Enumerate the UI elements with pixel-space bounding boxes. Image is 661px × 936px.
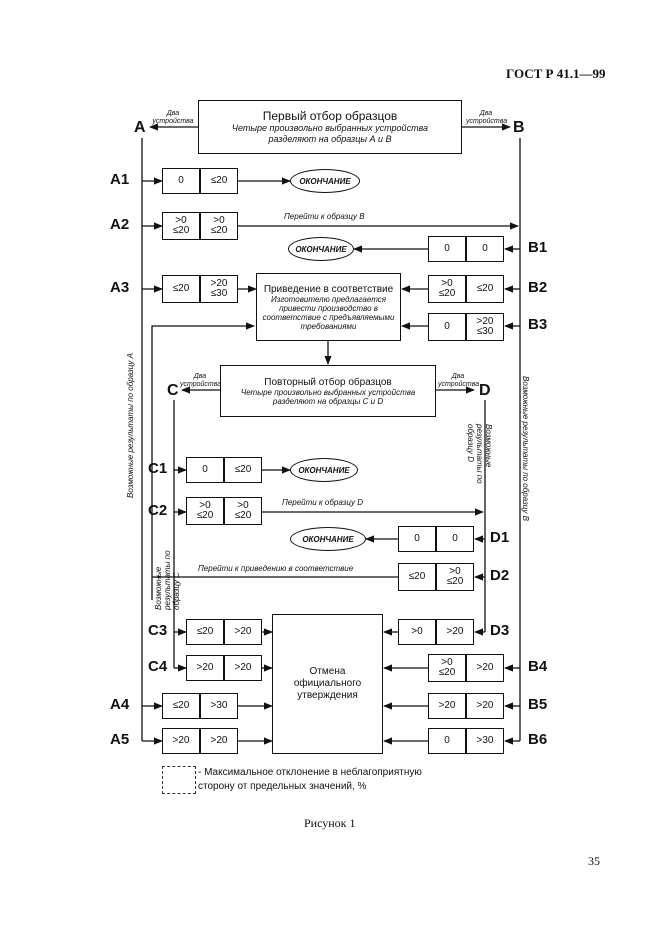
letter-a: A	[134, 119, 146, 136]
conformity-title: Приведение в соответствие	[263, 283, 394, 295]
end-oval-b1: ОКОНЧАНИЕ	[288, 237, 354, 261]
figure-caption: Рисунок 1	[304, 816, 356, 830]
first-sampling-box: Первый отбор образцов Четыре произвольно…	[198, 100, 462, 154]
cell-a5-2: >20	[200, 728, 238, 754]
cell-c4-2: >20	[224, 655, 262, 681]
end-oval-a1: ОКОНЧАНИЕ	[290, 169, 360, 193]
cell-b5-2: >20	[466, 693, 504, 719]
second-sampling-title: Повторный отбор образцов	[264, 376, 392, 388]
second-sampling-box: Повторный отбор образцов Четыре произвол…	[220, 365, 436, 417]
cell-b3-1: 0	[428, 313, 466, 341]
cell-a1-1: 0	[162, 168, 200, 194]
go-to-conformity-label: Перейти к приведению в соответствие	[198, 564, 354, 573]
cell-d3-2: >20	[436, 619, 474, 645]
cell-c3-2: >20	[224, 619, 262, 645]
cell-c1-2: ≤20	[224, 457, 262, 483]
first-left-note: Два устройства	[152, 110, 194, 125]
cell-a5-1: >20	[162, 728, 200, 754]
cell-c1-1: 0	[186, 457, 224, 483]
row-label-c4: C4	[148, 658, 168, 675]
withdrawal-box: Отмена официального утверждения	[272, 614, 383, 754]
row-label-b3: B3	[528, 316, 548, 333]
first-right-note: Два устройства	[466, 110, 508, 125]
cell-a4-2: >30	[200, 693, 238, 719]
withdrawal-text: Отмена официального утверждения	[293, 666, 362, 701]
second-sampling-text: Четыре произвольно выбранных устройства …	[240, 387, 416, 406]
row-label-a2: A2	[110, 216, 130, 233]
row-label-c1: C1	[148, 460, 168, 477]
cell-a1-2: ≤20	[200, 168, 238, 194]
standard-number: ГОСТ Р 41.1—99	[506, 66, 606, 81]
row-label-c2: C2	[148, 502, 168, 519]
row-label-a5: A5	[110, 731, 130, 748]
results-b-label: Возможные результаты по образцу В	[521, 376, 530, 521]
cell-b5-1: >20	[428, 693, 466, 719]
first-sampling-text: Четыре произвольно выбранных устройства …	[231, 123, 429, 144]
row-label-c3: C3	[148, 622, 168, 639]
cell-d3-1: >0	[398, 619, 436, 645]
first-sampling-title: Первый отбор образцов	[262, 109, 398, 123]
second-left-note: Два устройства	[180, 373, 222, 388]
cell-c2-2: >0 ≤20	[224, 497, 262, 525]
row-label-d3: D3	[490, 622, 510, 639]
conformity-box: Приведение в соответствие Изготовителю п…	[256, 273, 401, 341]
row-label-d1: D1	[490, 529, 510, 546]
results-a-label: Возможные результаты по образцу А	[126, 353, 135, 498]
cell-b3-2: >20 ≤30	[466, 313, 504, 341]
row-label-a4: A4	[110, 696, 130, 713]
row-label-a3: A3	[110, 279, 130, 296]
cell-c2-1: >0 ≤20	[186, 497, 224, 525]
letter-d: D	[479, 382, 491, 399]
row-label-b6: B6	[528, 731, 548, 748]
conformity-text: Изготовителю предлагается привести произ…	[262, 294, 395, 331]
row-label-a1: A1	[110, 171, 130, 188]
cell-d2-2: >0 ≤20	[436, 563, 474, 591]
cell-d1-2: 0	[436, 526, 474, 552]
page-number: 35	[588, 854, 600, 868]
cell-a4-1: ≤20	[162, 693, 200, 719]
row-label-b2: B2	[528, 279, 548, 296]
cell-d1-1: 0	[398, 526, 436, 552]
cell-a3-1: ≤20	[162, 275, 200, 303]
row-label-b1: B1	[528, 239, 548, 256]
go-to-b-label: Перейти к образцу В	[284, 212, 365, 221]
row-label-b4: B4	[528, 658, 548, 675]
second-right-note: Два устройства	[438, 373, 480, 388]
cell-a2-1: >0 ≤20	[162, 212, 200, 240]
cell-b6-1: 0	[428, 728, 466, 754]
letter-c: C	[167, 382, 179, 399]
end-oval-d1: ОКОНЧАНИЕ	[290, 527, 366, 551]
results-d-label: Возможные результаты по образцу D	[466, 424, 493, 484]
row-label-b5: B5	[528, 696, 548, 713]
cell-a3-2: >20 ≤30	[200, 275, 238, 303]
cell-b2-2: ≤20	[466, 275, 504, 303]
cell-b1-2: 0	[466, 236, 504, 262]
legend-text: - Максимальное отклонение в неблагоприят…	[198, 767, 422, 792]
cell-c4-1: >20	[186, 655, 224, 681]
cell-b2-1: >0 ≤20	[428, 275, 466, 303]
end-oval-c1: ОКОНЧАНИЕ	[290, 458, 358, 482]
cell-a2-2: >0 ≤20	[200, 212, 238, 240]
letter-b: B	[513, 119, 525, 136]
cell-c3-1: ≤20	[186, 619, 224, 645]
cell-d2-1: ≤20	[398, 563, 436, 591]
results-c-label: Возможные результаты по образцу С	[154, 550, 181, 610]
cell-b4-2: >20	[466, 654, 504, 682]
cell-b4-1: >0 ≤20	[428, 654, 466, 682]
legend-box	[162, 766, 196, 794]
row-label-d2: D2	[490, 567, 510, 584]
cell-b1-1: 0	[428, 236, 466, 262]
go-to-d-label: Перейти к образцу D	[282, 498, 363, 507]
cell-b6-2: >30	[466, 728, 504, 754]
